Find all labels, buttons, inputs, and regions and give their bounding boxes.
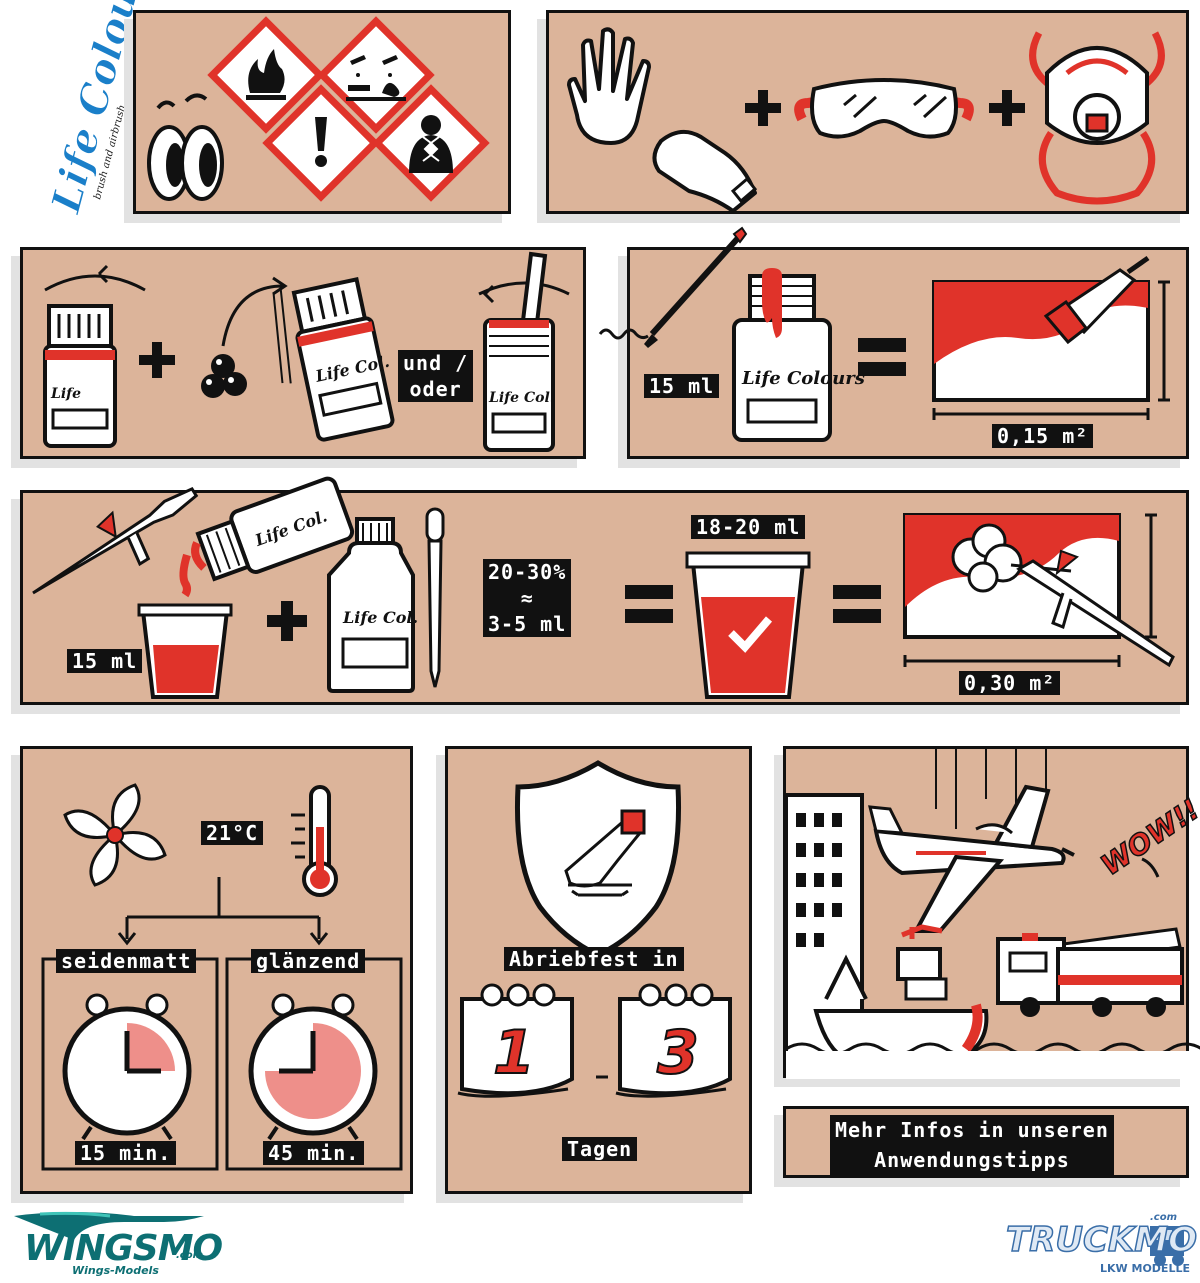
mixing-balls-icon — [201, 276, 288, 398]
days-label: Tagen — [562, 1137, 638, 1161]
thinner-bottle-icon: Life Col. — [327, 517, 418, 693]
brush-area-label: 0,15 m² — [992, 424, 1094, 448]
time-matte-label: 15 min. — [75, 1141, 177, 1165]
alarm-clock-icon — [62, 993, 192, 1141]
drying-panel: 21°C seidenmatt glänzend 15 min. 45 min. — [20, 746, 413, 1194]
wow-text: WOW!! — [1095, 793, 1200, 882]
fan-icon — [63, 783, 167, 887]
paint-bottle-icon: Life — [43, 304, 117, 448]
airbrush-mixing-illustration: Life Col. Life Col. — [32, 476, 1175, 699]
plus-icon — [267, 601, 307, 641]
truckmo-tld: .com — [1150, 1212, 1178, 1223]
shield-icon — [515, 760, 681, 958]
safety-hazards-panel — [133, 10, 511, 214]
usage-scene-panel: WOW!! — [783, 746, 1200, 1079]
finish-gloss-label: glänzend — [251, 949, 366, 973]
airplane-icon — [868, 784, 1075, 933]
mix-amount-label: 18-20 ml — [691, 515, 806, 539]
protection-gear-panel — [546, 10, 1189, 214]
and-or-label: und / oder — [398, 350, 474, 402]
equals-icon — [833, 585, 881, 623]
brush-coverage-area — [932, 255, 1170, 420]
mixing-illustration: Life Life Col. Life Col. — [43, 251, 570, 452]
brush-icon — [598, 226, 748, 348]
truckmo-truck-icon — [1150, 1226, 1184, 1266]
calendar-icon: 3 — [615, 983, 732, 1098]
abrasion-panel: 1 3 Abriebfest in Tagen — [445, 746, 752, 1194]
temperature-label: 21°C — [201, 821, 264, 845]
svg-text:Life: Life — [50, 386, 81, 402]
protection-gear-icons — [567, 27, 1165, 213]
pouring-bottle-icon: Life Col. — [191, 476, 355, 582]
cup-icon — [137, 603, 233, 699]
corrosive-hazard-icon — [317, 16, 435, 134]
svg-text:Life Col.: Life Col. — [488, 390, 555, 406]
health-hazard-icon — [372, 84, 490, 202]
abrasion-illustration: 1 3 — [457, 760, 732, 1098]
goggles-icon — [794, 78, 974, 139]
airbrush-area-label: 0,30 m² — [959, 671, 1061, 695]
time-gloss-label: 45 min. — [263, 1141, 365, 1165]
plus-icon — [139, 342, 175, 378]
stir-stick-icon: Life Col. — [478, 251, 570, 452]
branch-lines — [125, 877, 321, 939]
equals-icon — [858, 338, 906, 376]
rotate-arrow-icon — [44, 264, 146, 292]
truckmo-subtitle: LKW MODELLE — [1100, 1262, 1190, 1275]
plus-icon — [745, 90, 781, 126]
more-info-link[interactable]: Mehr Infos in unseren Anwendungstipps — [830, 1115, 1114, 1175]
hazard-symbols — [147, 16, 490, 202]
airbrush-mixing-panel: Life Col. Life Col. — [20, 476, 1189, 705]
finish-matte-label: seidenmatt — [56, 949, 197, 973]
pipette-icon — [425, 507, 445, 688]
cup-amount-label: 15 ml — [67, 649, 143, 673]
airbrush-coverage-area — [903, 513, 1175, 668]
wingsmo-logo[interactable]: WINGSMO .com Wings-Models — [10, 1206, 223, 1278]
shaken-bottle-icon: Life Col. — [272, 277, 395, 442]
svg-text:Life Col.: Life Col. — [342, 608, 418, 627]
more-info-panel[interactable]: Mehr Infos in unseren Anwendungstipps — [783, 1106, 1189, 1178]
wingsmo-text: WINGSMO — [24, 1228, 223, 1269]
equals-icon — [625, 585, 673, 623]
mix-cup-icon — [685, 551, 811, 699]
plus-icon — [989, 90, 1025, 126]
flame-hazard-icon — [207, 16, 325, 134]
abrasion-title-label: Abriebfest in — [504, 947, 684, 971]
paint-bottle-icon: Life Colours — [732, 268, 865, 442]
mixing-panel: Life Life Col. Life Col. — [20, 247, 586, 459]
life-colours-logo-mark: Life Colours brush and airbrush — [42, 0, 159, 219]
thermometer-icon — [291, 785, 338, 897]
svg-text:Life Colours: Life Colours — [741, 368, 865, 389]
day-from: 1 — [493, 1018, 535, 1088]
day-to: 3 — [657, 1018, 699, 1088]
fire-truck-icon — [996, 927, 1184, 1017]
usage-scene-illustration: WOW!! — [784, 749, 1200, 1079]
paint-stream — [179, 553, 191, 598]
drying-illustration — [41, 783, 403, 1171]
truckmo-text: TRUCKMO — [1005, 1219, 1198, 1261]
brush-coverage-illustration: Life Colours — [598, 226, 1170, 442]
mask-icon — [1029, 31, 1165, 205]
airbrush-icon — [32, 487, 199, 595]
alarm-clock-icon — [248, 993, 378, 1141]
truckmo-logo[interactable]: TRUCKMO .com LKW MODELLE — [1000, 1208, 1198, 1278]
brush-coverage-panel: Life Colours 15 ml 0,15 m² — [598, 226, 1189, 459]
glove-icon — [567, 27, 758, 213]
life-colours-logo: Life Colours brush and airbrush — [20, 0, 159, 220]
calendar-icon: 1 — [457, 983, 574, 1098]
eyes-icon — [147, 93, 224, 201]
brush-amount-label: 15 ml — [644, 374, 720, 398]
wingsmo-wing-icon — [14, 1211, 204, 1240]
thinner-ratio-label: 20-30% ≈ 3-5 ml — [483, 559, 572, 637]
wingsmo-subtitle: Wings-Models — [72, 1264, 159, 1277]
exclamation-hazard-icon — [262, 84, 380, 202]
wingsmo-tld: .com — [176, 1250, 204, 1261]
